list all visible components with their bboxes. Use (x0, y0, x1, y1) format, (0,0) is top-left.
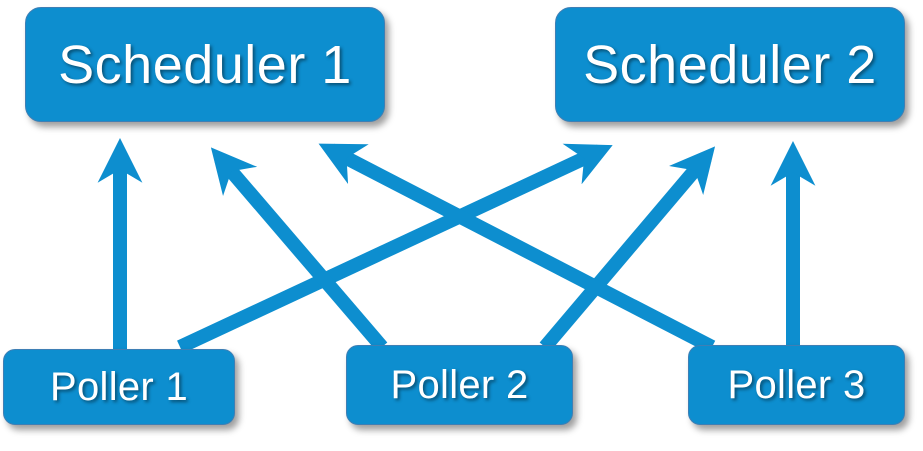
edge-poller1-scheduler2 (177, 143, 613, 354)
scheduler-1-label: Scheduler 1 (58, 34, 352, 95)
poller-1-node[interactable]: Poller 1 (3, 349, 235, 425)
scheduler-1-node[interactable]: Scheduler 1 (25, 7, 385, 122)
poller-2-label: Poller 2 (390, 363, 529, 407)
poller-1-label: Poller 1 (49, 365, 189, 409)
edge-poller3-scheduler1 (318, 143, 716, 354)
poller-3-node[interactable]: Poller 3 (688, 345, 905, 425)
scheduler-2-label: Scheduler 2 (583, 34, 877, 95)
edge-poller2-scheduler1 (210, 147, 388, 352)
poller-2-node[interactable]: Poller 2 (346, 345, 573, 425)
edge-poller2-scheduler2 (539, 146, 716, 352)
scheduler-2-node[interactable]: Scheduler 2 (555, 7, 905, 122)
poller-3-label: Poller 3 (727, 363, 866, 407)
